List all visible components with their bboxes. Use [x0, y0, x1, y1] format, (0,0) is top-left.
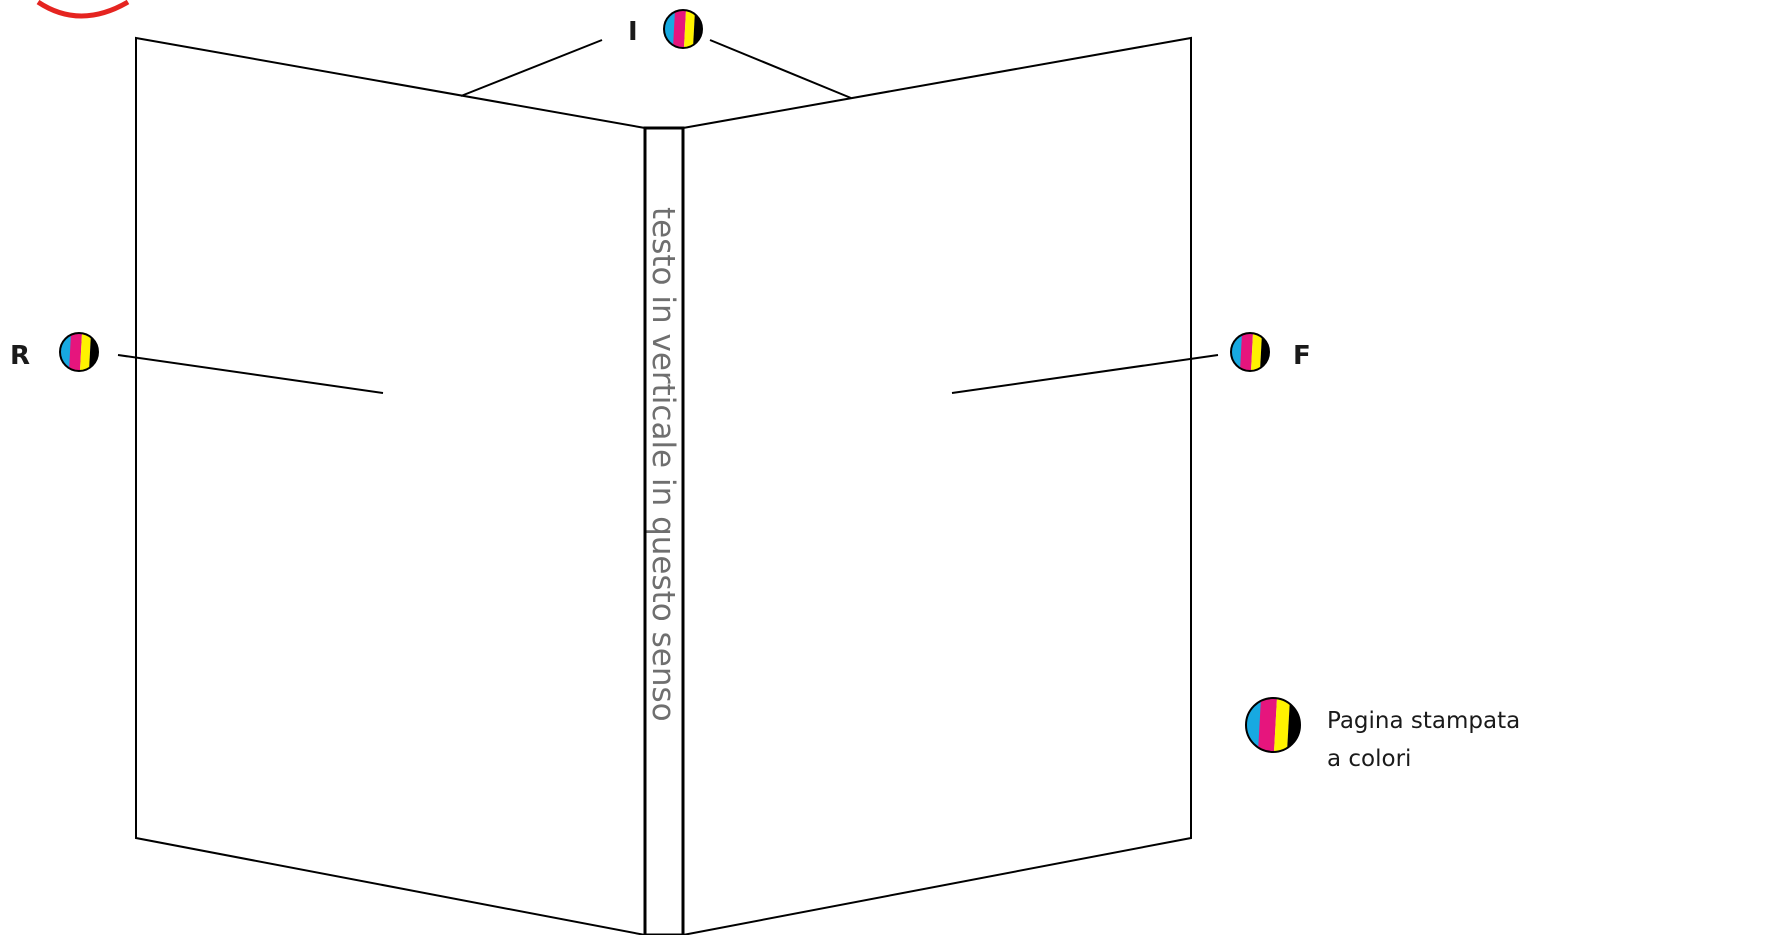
leader-line-inside-right	[710, 40, 851, 98]
front-cover-panel	[683, 38, 1191, 935]
legend-label-line2: a colori	[1327, 746, 1411, 772]
legend-label-line1: Pagina stampata	[1327, 708, 1520, 734]
color-page-icon	[60, 333, 98, 371]
color-page-icon	[664, 10, 702, 48]
back-cover-panel	[136, 38, 645, 935]
color-page-icon	[1231, 333, 1269, 371]
legend-color-page-icon	[1246, 698, 1300, 752]
leader-line-inside-left	[461, 40, 602, 96]
back-marker-letter: R	[10, 341, 30, 371]
spine-text: testo in verticale in questo senso	[645, 207, 681, 722]
front-marker-letter: F	[1293, 341, 1311, 371]
red-corner-mark	[38, 2, 128, 16]
inside-marker-letter: I	[628, 17, 638, 47]
